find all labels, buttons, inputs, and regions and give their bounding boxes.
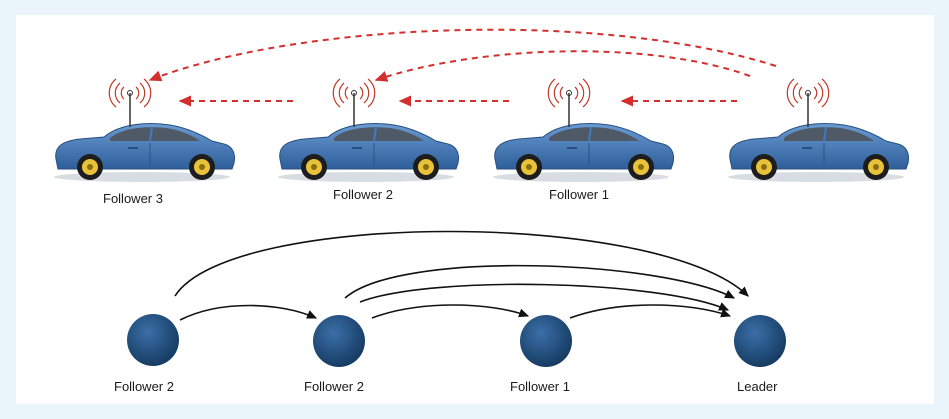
graph-edges <box>174 230 749 321</box>
link-leader-to-follower3 <box>148 28 777 82</box>
node-follower-2 <box>313 315 365 367</box>
node-label-2: Follower 2 <box>304 379 364 394</box>
edge-node2-to-node3 <box>371 304 530 319</box>
node-label-leader: Leader <box>737 379 778 394</box>
node-label-1: Follower 2 <box>114 379 174 394</box>
link-leader-to-follower2-curve <box>374 50 751 82</box>
wireless-links <box>148 28 777 107</box>
edge-node1-to-leader <box>174 230 749 297</box>
car-follower-1 <box>492 78 675 183</box>
node-label-3: Follower 1 <box>510 379 570 394</box>
car-follower-2 <box>277 78 460 183</box>
edge-node1-to-node2 <box>179 304 318 321</box>
car-leader <box>727 78 910 183</box>
car-label-follower-2: Follower 2 <box>333 187 393 202</box>
edge-node3-to-leader <box>569 304 732 319</box>
car-label-follower-1: Follower 1 <box>549 187 609 202</box>
edge-node2-to-leader-low <box>359 283 730 311</box>
car-follower-3 <box>53 78 236 183</box>
node-follower-2-left <box>127 314 179 366</box>
node-follower-1 <box>520 315 572 367</box>
node-leader <box>734 315 786 367</box>
edge-node2-to-leader <box>344 264 735 299</box>
car-label-follower-3: Follower 3 <box>103 191 163 206</box>
